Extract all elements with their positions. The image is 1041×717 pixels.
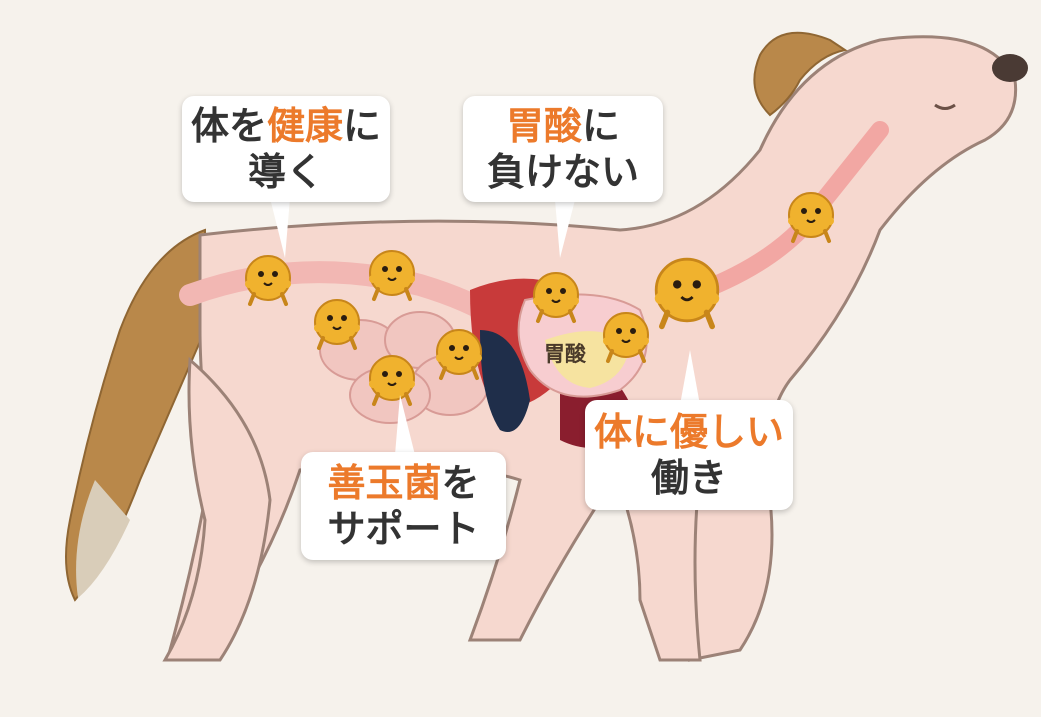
callout-gentle-line1: 体に優しい	[593, 409, 784, 454]
callout-acid-line1: 胃酸に	[506, 103, 620, 149]
callout-health-text: 体を	[190, 103, 267, 148]
callout-acid-line2: 負けない	[486, 150, 639, 194]
callout-acid-accent: 胃酸	[505, 103, 582, 148]
callout-bacteria-line2: サポート	[327, 507, 480, 551]
callout-bacteria-accent: 善玉菌	[327, 460, 442, 505]
bacteria-mascot-icon	[312, 298, 362, 350]
bacteria-mascot-icon	[786, 191, 836, 243]
bacteria-mascot-icon	[655, 259, 719, 326]
callout-gentle: 体に優しい 働き	[585, 400, 793, 510]
callout-health-line2: 導く	[247, 150, 324, 194]
bubble-tail	[395, 395, 415, 455]
bacteria-mascot-icon	[243, 254, 293, 306]
bubble-tail	[270, 198, 290, 258]
callout-health-text: に	[343, 103, 382, 148]
bacteria-mascot-icon	[434, 328, 484, 380]
dog-tail-tip	[76, 480, 130, 598]
dog-nose	[992, 54, 1028, 82]
callout-health-line1: 体を健康に	[191, 103, 381, 149]
callout-bacteria-text: を	[441, 460, 480, 505]
spleen	[480, 330, 530, 432]
bacteria-mascot-icon	[367, 354, 417, 406]
bubble-tail	[555, 200, 575, 258]
stomach-acid-label: 胃酸	[544, 342, 586, 366]
callout-bacteria: 善玉菌を サポート	[301, 452, 506, 560]
callout-acid: 胃酸に 負けない	[463, 96, 663, 202]
bacteria-mascot-icon	[531, 271, 581, 323]
callout-health: 体を健康に 導く	[182, 96, 390, 202]
callout-gentle-line2: 働き	[650, 456, 727, 500]
callout-health-accent: 健康	[266, 103, 343, 148]
bubble-tail	[680, 350, 700, 405]
dog-ear	[753, 31, 848, 117]
bacteria-mascot-icon	[367, 249, 417, 301]
callout-bacteria-line1: 善玉菌を	[327, 460, 479, 506]
bacteria-mascot-icon	[601, 311, 651, 363]
dog-eye	[934, 103, 956, 110]
callout-acid-text: に	[582, 103, 621, 148]
dog-hind-leg	[162, 356, 272, 662]
